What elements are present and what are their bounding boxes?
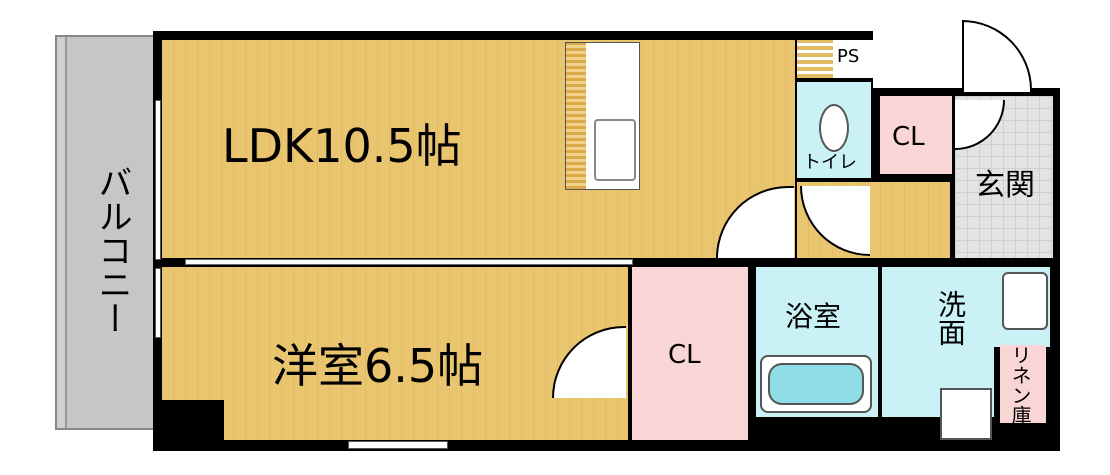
window-west-2 <box>155 268 161 338</box>
washroom-label: 洗面 <box>934 290 967 346</box>
washbasin-icon <box>1002 272 1048 330</box>
room-ldk <box>162 40 795 258</box>
room-western <box>162 267 628 440</box>
balcony <box>55 35 155 430</box>
room-linen <box>1000 345 1046 423</box>
bath-label: 浴室 <box>785 300 842 333</box>
window-west <box>155 100 161 260</box>
western-label: 洋室6.5帖 <box>272 339 484 393</box>
pillar <box>162 400 224 442</box>
closet-bedroom-label: CL <box>668 340 701 370</box>
pipe-space: PS <box>797 40 873 78</box>
sink-icon <box>594 119 636 181</box>
room-toilet: トイレ <box>797 82 871 178</box>
bathtub-icon <box>760 355 872 413</box>
entrance-label: 玄関 <box>975 168 1035 203</box>
balcony-label: バルコニー <box>92 165 132 335</box>
washing-machine-space <box>940 388 992 440</box>
kitchen-counter <box>565 42 640 190</box>
room-closet-top <box>880 96 952 174</box>
room-closet-bedroom <box>632 267 748 440</box>
toilet-label: トイレ <box>803 152 857 173</box>
closet-top-label: CL <box>892 122 925 152</box>
toilet-icon <box>819 104 849 152</box>
ldk-label: LDK10.5帖 <box>222 119 462 173</box>
sliding-door[interactable] <box>185 259 633 265</box>
window-south <box>348 441 448 449</box>
linen-label: リネン庫 <box>1008 345 1032 425</box>
front-door[interactable] <box>962 20 1032 92</box>
ps-label: PS <box>837 46 860 67</box>
